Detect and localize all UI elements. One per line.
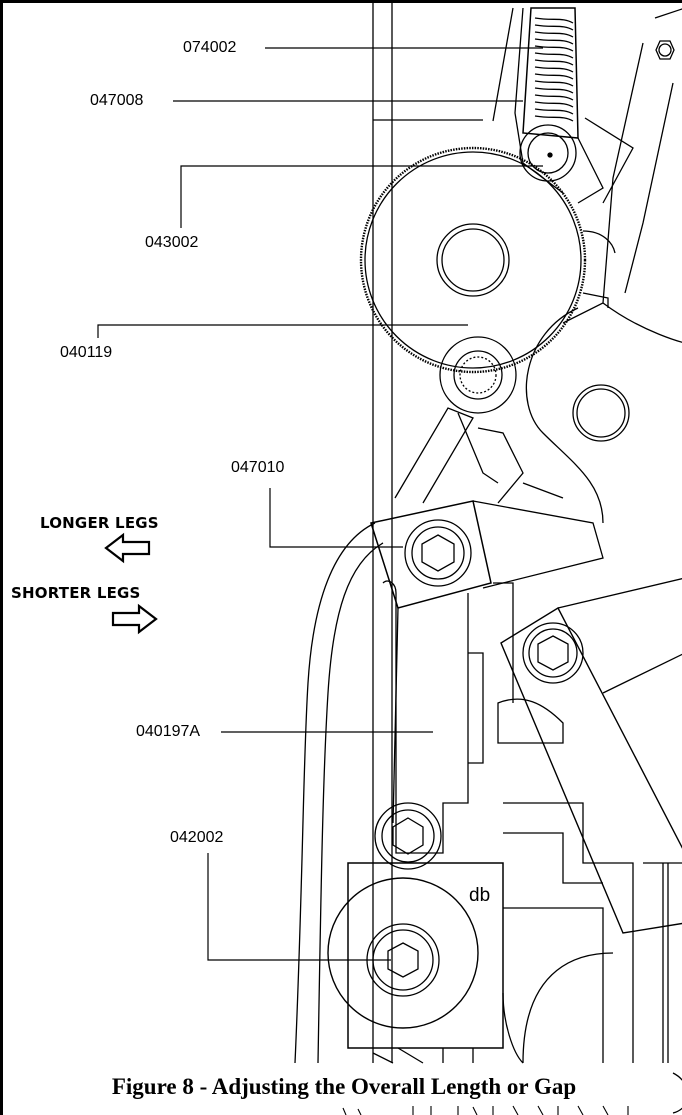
- right-arm-upper: [562, 8, 682, 324]
- stamp-db: db: [469, 885, 491, 906]
- wheel-040119: [359, 146, 587, 374]
- callout-074002: 074002: [183, 39, 237, 56]
- bracket-047008: [492, 7, 604, 204]
- leader-040119: [97, 324, 468, 338]
- lower-right-structure: [372, 802, 682, 1114]
- figure-caption: Figure 8 - Adjusting the Overall Length …: [111, 1074, 577, 1099]
- callout-040197A: 040197A: [136, 723, 201, 740]
- label-shorter-legs: SHORTER LEGS: [11, 584, 141, 602]
- label-longer-legs: LONGER LEGS: [40, 514, 159, 532]
- callout-047010: 047010: [231, 459, 285, 476]
- frame-rails: [372, 3, 483, 1063]
- right-body: [525, 230, 682, 524]
- right-diagonal-arm: [493, 578, 682, 934]
- lever-arms: [394, 407, 564, 504]
- leader-047010: [269, 488, 403, 548]
- leader-042002: [207, 853, 391, 961]
- outer-guide: [294, 522, 384, 1064]
- callout-047008: 047008: [90, 92, 144, 109]
- mechanism-drawing: [97, 3, 682, 1115]
- callout-043002: 043002: [145, 234, 199, 251]
- leader-043002: [180, 165, 543, 228]
- lower-screw: [374, 802, 442, 870]
- callout-040119: 040119: [60, 344, 113, 361]
- pin-043002: [519, 124, 577, 182]
- arrow-right-icon: [111, 603, 158, 635]
- leg-bar-040197A: [382, 580, 484, 854]
- caption-background: [63, 1067, 633, 1101]
- callout-042002: 042002: [170, 829, 224, 846]
- lower-pivot: [439, 336, 517, 414]
- arrow-left-icon: [104, 532, 151, 564]
- leader-lines: [97, 47, 543, 961]
- bottom-fragments: [342, 1105, 629, 1115]
- spring-074002: [522, 7, 579, 139]
